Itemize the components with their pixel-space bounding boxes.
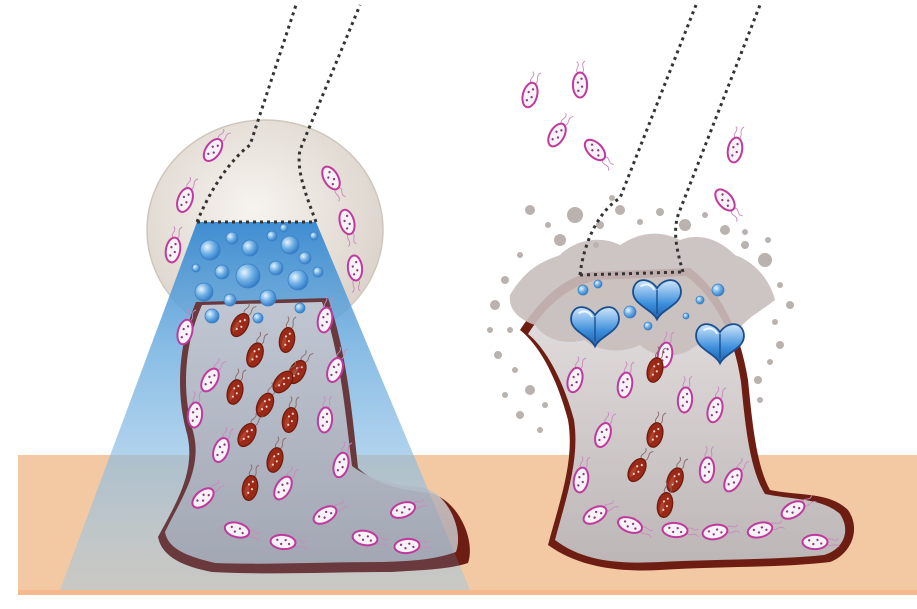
- diagram-stage: [0, 0, 917, 609]
- biofilm-diagram: [0, 0, 917, 609]
